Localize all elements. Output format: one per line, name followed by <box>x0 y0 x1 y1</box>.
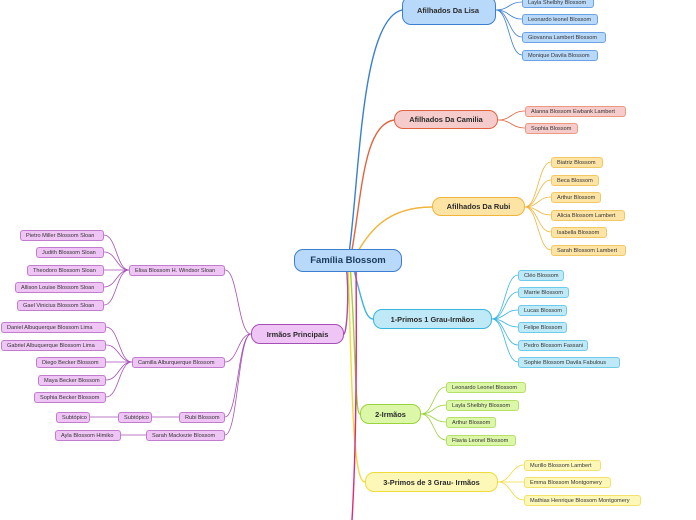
connector-line <box>349 262 361 415</box>
leaf-topic[interactable]: Maya Becker Blossom <box>38 375 106 386</box>
leaf-topic[interactable]: Leonardo leonel Blossom <box>522 14 598 25</box>
connector-line <box>343 262 349 335</box>
connector-line <box>491 274 519 320</box>
connector-line <box>495 1 523 11</box>
branch-primos-1-grau[interactable]: 1-Primos 1 Grau-Irmãos <box>373 309 492 329</box>
connector-line <box>103 269 130 288</box>
leaf-topic[interactable]: Biatriz Blossom <box>551 157 603 168</box>
leaf-topic[interactable]: Alicia Blossom Lambert <box>551 210 625 221</box>
leaf-topic[interactable]: Pedro Blossom Fassani <box>518 340 588 351</box>
leaf-topic[interactable]: Sophia Becker Blossom <box>34 392 106 403</box>
subtopic[interactable]: Sarah Mackezie Blossom <box>146 430 225 441</box>
leaf-topic[interactable]: Layla Shelbhy Blossom <box>522 0 594 8</box>
leaf-topic[interactable]: Sophia Blossom <box>525 123 578 134</box>
connector-line <box>497 110 526 121</box>
connector-line <box>420 386 447 415</box>
subtopic[interactable]: Elisa Blossom H. Windsor Sloan <box>129 265 225 276</box>
leaf-topic[interactable]: Isabella Blossom <box>551 227 607 238</box>
connector-line <box>351 262 374 320</box>
connector-line <box>347 262 366 483</box>
branch-afilhados-da-rubi[interactable]: Afilhados Da Rubi <box>432 197 525 216</box>
leaf-topic[interactable]: Leonardo Leonel Blossom <box>446 382 526 393</box>
connector-line <box>224 333 252 436</box>
leaf-topic[interactable]: Theodoro Blossom Sloan <box>27 265 104 276</box>
leaf-topic[interactable]: Giovanna Lambert Blossom <box>522 32 606 43</box>
subtopic[interactable]: Subtópico <box>118 412 152 423</box>
branch-afilhados-da-camilia[interactable]: Afilhados Da Camilia <box>394 110 498 129</box>
leaf-topic[interactable]: Beca Blossom <box>551 175 599 186</box>
connector-line <box>347 9 403 262</box>
leaf-topic[interactable]: Gael Vinicius Blossom Sloan <box>17 300 104 311</box>
leaf-topic[interactable]: Emma Blossom Montgomery <box>524 477 611 488</box>
leaf-topic[interactable]: Monique Davila Blossom <box>522 50 598 61</box>
connector-line <box>105 326 133 363</box>
connector-line <box>420 404 447 415</box>
connector-line <box>420 413 447 441</box>
leaf-topic[interactable]: Daniel Albuquerque Blossom Lima <box>1 322 106 333</box>
leaf-topic[interactable]: Layla Shelbhy Blossom <box>446 400 519 411</box>
branch-afilhados-da-lisa[interactable]: Afilhados Da Lisa <box>402 0 496 25</box>
connector-line <box>224 333 252 418</box>
leaf-topic[interactable]: Judith Blossom Sloan <box>36 247 104 258</box>
connector-line <box>524 179 552 208</box>
connector-line <box>224 333 252 363</box>
connector-line <box>224 269 252 335</box>
leaf-topic[interactable]: Allison Louise Blossom Sloan <box>15 282 104 293</box>
connector-line <box>103 269 130 306</box>
leaf-topic[interactable]: Lucas Blossom <box>518 305 567 316</box>
leaf-topic[interactable]: Ayla Blossom Himiko <box>55 430 121 441</box>
connector-line <box>105 361 133 381</box>
leaf-topic[interactable]: Subtópico <box>56 412 90 423</box>
leaf-topic[interactable]: Flavia Leonel Blossom <box>446 435 516 446</box>
connector-line <box>103 234 130 271</box>
leaf-topic[interactable]: Gabriel Albuquerque Blossom Lima <box>1 340 106 351</box>
connector-line <box>105 344 133 363</box>
leaf-topic[interactable]: Arthur Blossom <box>551 192 601 203</box>
connector-line <box>524 206 552 251</box>
branch-primos-3-grau[interactable]: 3-Primos de 3 Grau- Irmãos <box>365 472 498 492</box>
connector-line <box>495 9 523 56</box>
branch-irmaos-principais[interactable]: Irmãos Principais <box>251 324 344 344</box>
connector-line <box>103 251 130 271</box>
leaf-topic[interactable]: Cléo Blossom <box>518 270 564 281</box>
leaf-topic[interactable]: Murillo Blossom Lambert <box>524 460 601 471</box>
leaf-topic[interactable]: Pietro Miller Blossom Sloan <box>20 230 104 241</box>
root-topic[interactable]: Família Blossom <box>294 249 402 272</box>
connector-line <box>497 464 525 483</box>
connector-line <box>491 318 519 363</box>
leaf-topic[interactable]: Sarah Blossom Lambert <box>551 245 626 256</box>
connector-line <box>497 481 525 501</box>
leaf-topic[interactable]: Alanna Blossom Ewbank Lambert <box>525 106 626 117</box>
connector-line <box>524 196 552 208</box>
leaf-topic[interactable]: Felipe Blossom <box>518 322 567 333</box>
connector-line <box>349 119 395 262</box>
leaf-topic[interactable]: Sophie Blossom Davila Fabulous <box>518 357 620 368</box>
connector-line <box>497 119 526 129</box>
leaf-topic[interactable]: Arthur Blossom <box>446 417 496 428</box>
subtopic[interactable]: Rubi Blossom <box>179 412 225 423</box>
branch-irmaos[interactable]: 2-Irmãos <box>360 404 421 424</box>
leaf-topic[interactable]: Diego Becker Blossom <box>36 357 106 368</box>
connector-line <box>105 361 133 398</box>
connector-line <box>491 291 519 320</box>
leaf-topic[interactable]: Mathias Henrique Blossom Montgomery <box>524 495 641 506</box>
subtopic[interactable]: Camilla Alburquerque Blossom <box>132 357 225 368</box>
connector-line <box>351 262 357 520</box>
leaf-topic[interactable]: Marrie Blossom <box>518 287 569 298</box>
connector-line <box>524 161 552 208</box>
connector-line <box>491 309 519 320</box>
